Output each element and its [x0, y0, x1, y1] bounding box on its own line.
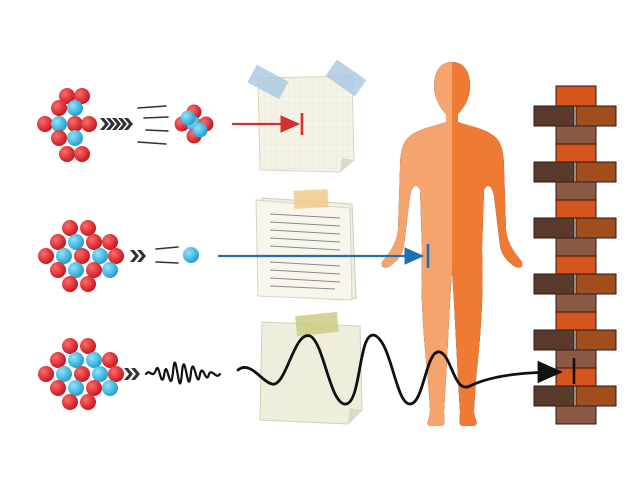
brick	[555, 125, 597, 145]
paper-sheet-lined	[255, 189, 357, 301]
proton	[80, 220, 96, 236]
proton	[62, 276, 78, 292]
alpha-particle-icon	[174, 104, 214, 144]
proton	[102, 234, 118, 250]
neutron	[92, 366, 108, 382]
row-beta	[38, 220, 430, 292]
tape-icon	[325, 59, 367, 97]
row-gamma	[38, 333, 576, 410]
brick	[555, 367, 597, 387]
proton	[50, 234, 66, 250]
brick	[555, 199, 597, 219]
proton	[62, 338, 78, 354]
proton	[80, 276, 96, 292]
proton	[80, 394, 96, 410]
wave-icon	[236, 333, 563, 406]
proton	[86, 262, 102, 278]
beta-particle-icon	[183, 247, 199, 263]
neutron	[51, 116, 67, 132]
brick	[555, 143, 597, 163]
neutron	[68, 234, 84, 250]
chevrons-icon	[124, 368, 140, 380]
neutron	[68, 262, 84, 278]
proton	[108, 366, 124, 382]
brick	[533, 217, 575, 239]
wave-packet-icon	[144, 361, 222, 385]
brick	[555, 405, 597, 425]
neutron	[102, 262, 118, 278]
atom-nucleus-icon	[38, 220, 124, 292]
human-body-icon	[381, 62, 523, 426]
neutron	[86, 352, 102, 368]
paper-sheet-plain	[259, 311, 363, 425]
brick	[575, 161, 617, 183]
brick-wall-icon	[533, 85, 617, 425]
neutron	[102, 380, 118, 396]
brick	[533, 329, 575, 351]
paper-sheet-grid	[247, 59, 367, 173]
neutron	[56, 248, 72, 264]
brick	[555, 181, 597, 201]
neutron	[67, 100, 83, 116]
proton	[50, 380, 66, 396]
neutron	[56, 366, 72, 382]
proton	[74, 88, 90, 104]
brick	[555, 255, 597, 275]
chevrons-icon	[100, 118, 133, 130]
brick	[575, 105, 617, 127]
proton	[81, 116, 97, 132]
proton	[62, 394, 78, 410]
neutron	[192, 122, 208, 138]
proton	[74, 146, 90, 162]
proton	[59, 146, 75, 162]
proton	[102, 352, 118, 368]
brick	[555, 349, 597, 369]
speed-lines-icon	[155, 246, 179, 264]
proton	[108, 248, 124, 264]
proton	[74, 248, 90, 264]
brick	[555, 237, 597, 257]
proton	[80, 338, 96, 354]
proton	[59, 88, 75, 104]
brick	[575, 273, 617, 295]
speed-lines-icon	[137, 105, 169, 145]
proton	[37, 116, 53, 132]
proton	[38, 248, 54, 264]
brick	[555, 85, 597, 107]
row-alpha	[37, 88, 304, 162]
tape-icon	[295, 311, 339, 337]
brick	[575, 385, 617, 407]
brick	[533, 273, 575, 295]
proton	[51, 130, 67, 146]
neutron	[180, 110, 196, 126]
brick	[533, 105, 575, 127]
brick	[533, 385, 575, 407]
proton	[86, 380, 102, 396]
atom-nucleus-icon	[38, 338, 124, 410]
brick	[575, 217, 617, 239]
brick	[555, 311, 597, 331]
tape-icon	[293, 189, 329, 209]
proton	[67, 116, 83, 132]
brick	[575, 329, 617, 351]
brick	[555, 293, 597, 313]
atom-nucleus-icon	[37, 88, 97, 162]
neutron	[92, 248, 108, 264]
brick	[533, 161, 575, 183]
neutron	[68, 352, 84, 368]
proton	[50, 352, 66, 368]
proton	[62, 220, 78, 236]
neutron	[67, 130, 83, 146]
neutron	[68, 380, 84, 396]
proton	[74, 366, 90, 382]
proton	[86, 234, 102, 250]
tape-icon	[247, 64, 289, 100]
proton	[50, 262, 66, 278]
proton	[38, 366, 54, 382]
chevrons-icon	[130, 250, 146, 262]
proton	[51, 100, 67, 116]
